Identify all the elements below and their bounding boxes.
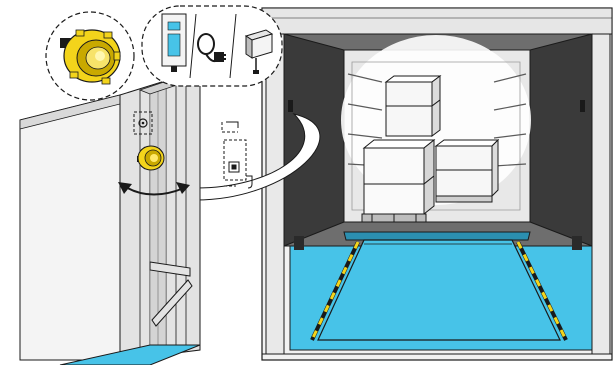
loading-bay <box>262 8 612 360</box>
lamp-mount-marker-right <box>580 100 585 112</box>
bumper-left <box>294 236 304 250</box>
door-header <box>262 8 612 34</box>
trailer-right-wall <box>530 34 592 246</box>
trailer-bed-edge <box>344 232 530 240</box>
cargo-front-pallet <box>362 140 434 222</box>
mounted-lamp-icon <box>137 146 164 170</box>
callout-lamp <box>46 12 134 100</box>
callout-accessories <box>142 6 282 86</box>
door-frame-detail <box>20 70 210 365</box>
cable-route-sketch <box>222 122 252 188</box>
door-track-right <box>592 34 610 354</box>
door-track-left <box>266 34 284 354</box>
lamp-mount-marker <box>288 100 293 112</box>
control-box-icon <box>162 14 186 72</box>
bumper-right <box>572 236 582 250</box>
